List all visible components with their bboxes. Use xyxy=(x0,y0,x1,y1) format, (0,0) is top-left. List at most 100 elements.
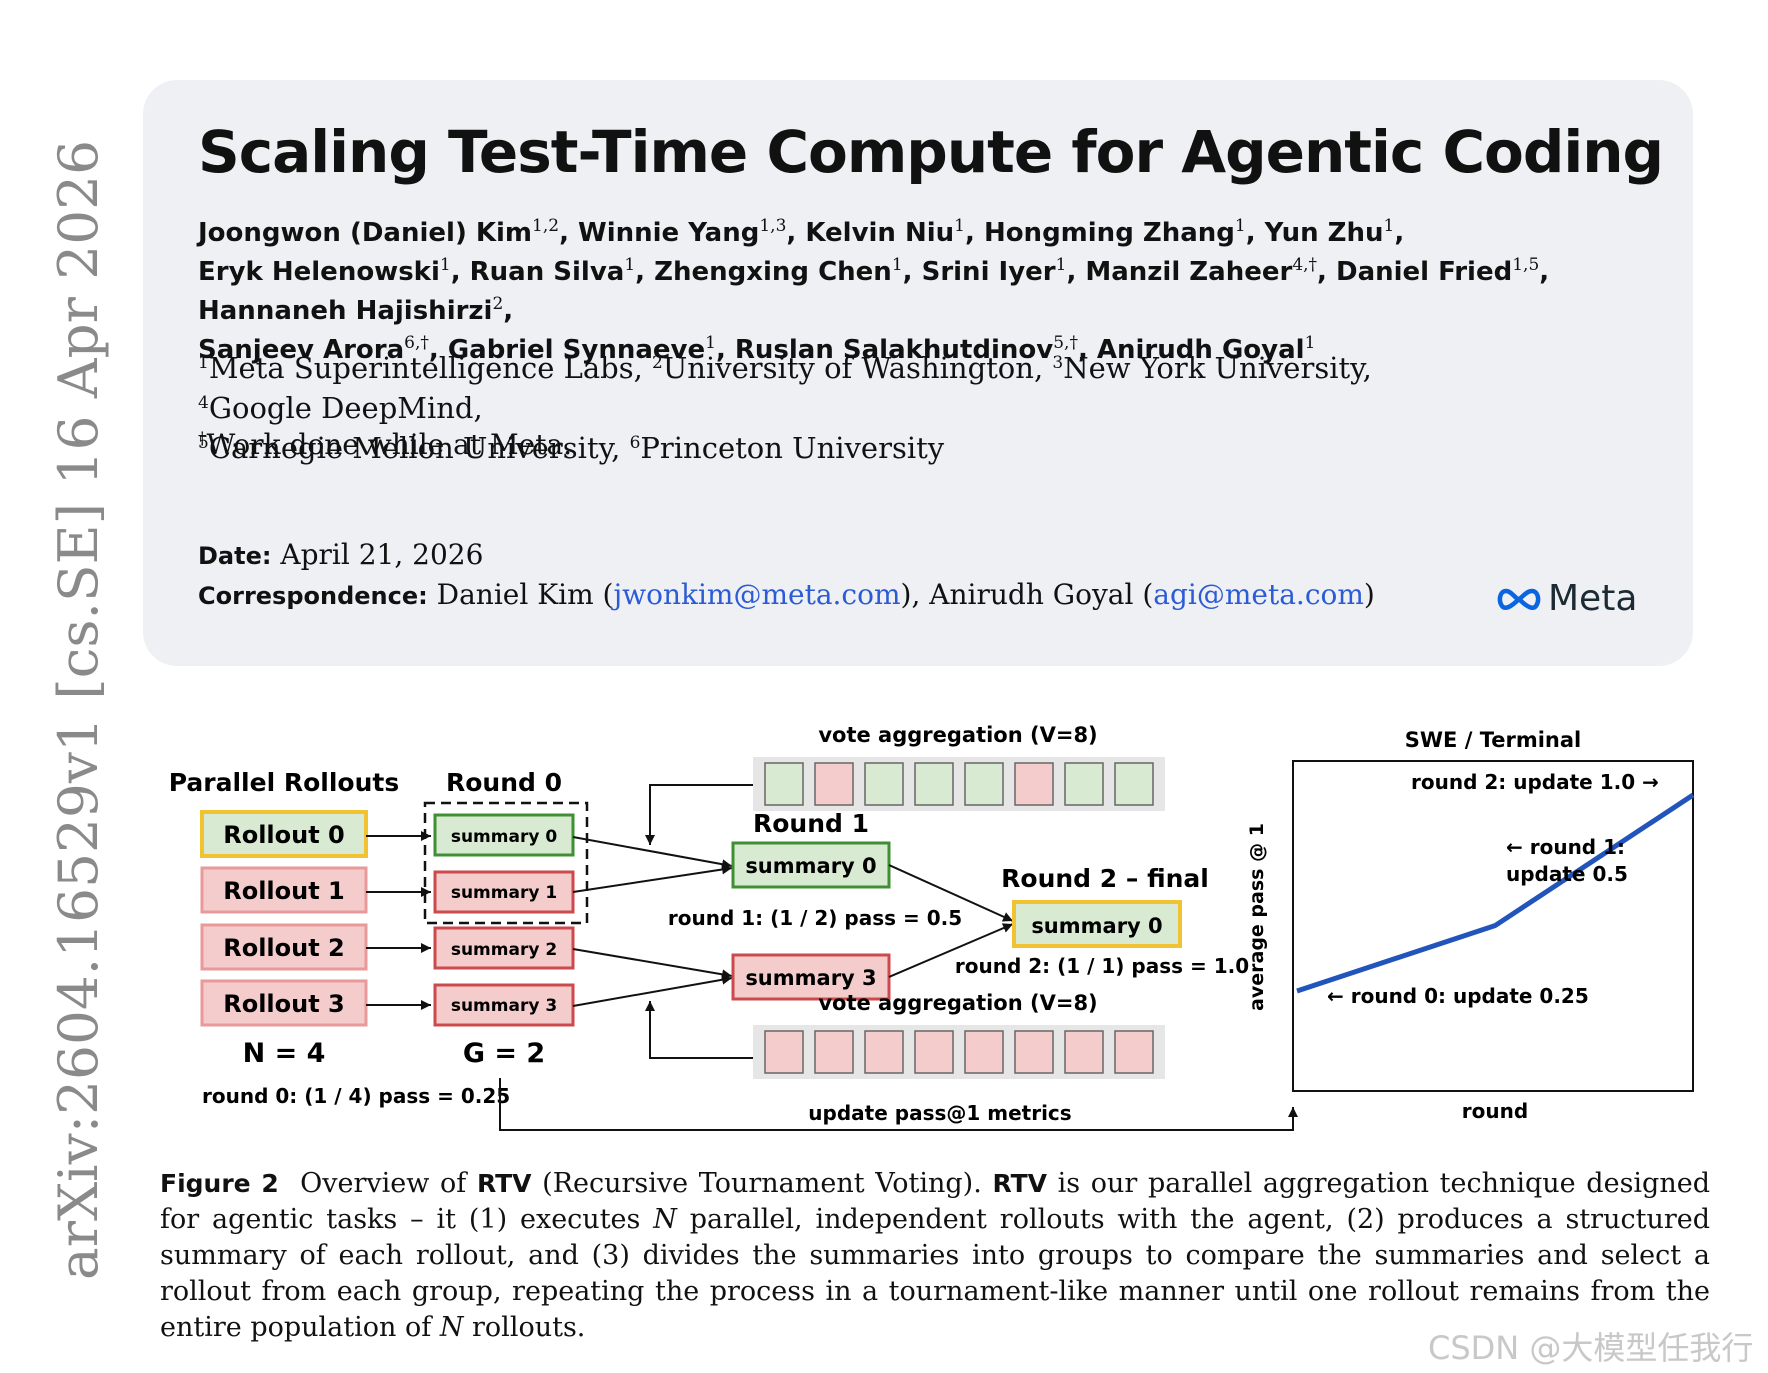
watermark: CSDN @大模型任我行 xyxy=(1428,1329,1754,1367)
series-line xyxy=(1296,792,1695,994)
email-link[interactable]: agi@meta.com xyxy=(1153,578,1364,611)
rollout-label: Rollout 1 xyxy=(223,877,345,905)
vote-aggregation-label: vote aggregation (V=8) xyxy=(818,991,1097,1015)
vote-cell-pass xyxy=(1064,762,1104,806)
group-dashed-box xyxy=(423,801,589,925)
affiliation: 6Princeton University xyxy=(629,431,945,465)
rollout-box: Rollout 0 xyxy=(200,810,368,858)
vote-cell-pass xyxy=(764,762,804,806)
summary-label: summary 0 xyxy=(451,827,558,847)
author-list: Joongwon (Daniel) Kim1,2, Winnie Yang1,3… xyxy=(198,216,1550,366)
author: Yun Zhu1 xyxy=(1264,216,1395,249)
arxiv-stamp: arXiv:2604.16529v1 [cs.SE] 16 Apr 2026 xyxy=(0,0,190,1369)
chart-title: SWE / Terminal xyxy=(1405,728,1581,752)
meta-infinity-icon xyxy=(1497,588,1541,610)
author: Winnie Yang1,3 xyxy=(578,216,787,249)
author: Eryk Helenowski1 xyxy=(198,255,451,288)
meta-logo-text: Meta xyxy=(1548,578,1638,619)
vote-cells-top xyxy=(764,762,1154,806)
parallel-rollouts-heading: Parallel Rollouts xyxy=(169,768,399,797)
vote-cell-fail xyxy=(1064,1030,1104,1074)
author: Ruan Silva1 xyxy=(469,255,636,288)
affiliation-list: 1Meta Superintelligence Labs, 2Universit… xyxy=(198,351,1372,465)
update-metrics-label: update pass@1 metrics xyxy=(808,1101,1071,1125)
summary-box: summary 2 xyxy=(433,926,575,970)
vote-cell-fail xyxy=(814,762,854,806)
flow-arrow xyxy=(888,864,1014,922)
rollout-box: Rollout 2 xyxy=(200,923,368,971)
summary-label: summary 0 xyxy=(1031,914,1162,938)
author: Srini Iyer1 xyxy=(921,255,1067,288)
author: Hannaneh Hajishirzi2 xyxy=(198,294,504,327)
summary-box: summary 3 xyxy=(433,983,575,1027)
flow-arrow xyxy=(572,836,733,870)
author: Manzil Zaheer4,† xyxy=(1085,255,1318,288)
vote-cell-fail xyxy=(1114,1030,1154,1074)
vote-aggregation-label: vote aggregation (V=8) xyxy=(818,723,1097,747)
rollout-label: Rollout 0 xyxy=(223,821,345,849)
vote-cell-fail xyxy=(964,1030,1004,1074)
chart-xlabel: round xyxy=(1462,1099,1528,1123)
flow-arrow xyxy=(888,923,1014,978)
author: Ruslan Salakhutdinov5,† xyxy=(734,333,1078,366)
author: Joongwon (Daniel) Kim1,2 xyxy=(198,216,560,249)
summary-label: summary 3 xyxy=(451,996,557,1016)
date-label: Date: xyxy=(198,542,272,570)
affiliation: 1Meta Superintelligence Labs xyxy=(198,351,634,385)
n-label: N = 4 xyxy=(243,1038,326,1069)
round2-pass-label: round 2: (1 / 1) pass = 1.0 xyxy=(955,954,1249,978)
date-value: April 21, 2026 xyxy=(280,538,484,571)
summary-box: summary 3 xyxy=(731,953,891,1001)
author: Daniel Fried1,5 xyxy=(1335,255,1540,288)
chart-annotation: ← round 1: xyxy=(1506,835,1625,859)
round0-heading: Round 0 xyxy=(446,768,562,797)
rollout-box: Rollout 3 xyxy=(200,979,368,1027)
vote-cell-fail xyxy=(814,1030,854,1074)
round1-heading: Round 1 xyxy=(753,809,869,838)
chart-ylabel: average pass @ 1 xyxy=(1246,823,1268,1011)
footnote-meta: †Work done while at Meta. xyxy=(198,428,573,461)
flow-arrow xyxy=(572,864,733,893)
rtv-figure: Parallel Rollouts Round 0 Round 1 Round … xyxy=(160,705,1720,1135)
chart-annotation: update 0.5 xyxy=(1506,862,1628,886)
summary-label: summary 3 xyxy=(745,966,876,990)
vote-cell-pass xyxy=(864,762,904,806)
affiliation: 5Carnegie Mellon University xyxy=(198,431,612,465)
vote-cell-pass xyxy=(964,762,1004,806)
meta-logo: Meta xyxy=(1496,578,1637,619)
round2-heading: Round 2 – final xyxy=(1001,864,1209,893)
flow-arrow xyxy=(572,948,733,980)
author: Sanjeev Arora6,† xyxy=(198,333,429,366)
round0-pass-label: round 0: (1 / 4) pass = 0.25 xyxy=(202,1084,510,1108)
chart-annotation: ← round 0: update 0.25 xyxy=(1327,984,1589,1008)
rollout-box: Rollout 1 xyxy=(200,866,368,914)
summary-label: summary 1 xyxy=(451,883,557,903)
summary-label: summary 0 xyxy=(745,854,876,878)
correspondence-line: Correspondence: Daniel Kim (jwonkim@meta… xyxy=(198,578,1375,611)
vote-arrow xyxy=(645,784,753,845)
pass-at-1-chart: SWE / Terminal round average pass @ 1 ro… xyxy=(1246,728,1695,1123)
author: Kelvin Niu1 xyxy=(805,216,965,249)
vote-cell-fail xyxy=(1014,762,1054,806)
paper-header-card xyxy=(143,80,1693,666)
rollout-label: Rollout 3 xyxy=(223,990,345,1018)
summary-box: summary 0 xyxy=(731,841,891,889)
summary-box: summary 1 xyxy=(433,870,575,914)
author: Hongming Zhang1 xyxy=(983,216,1246,249)
vote-arrow xyxy=(645,1001,753,1059)
vote-cell-fail xyxy=(764,1030,804,1074)
figure-caption: Figure 2 Overview of RTV (Recursive Tour… xyxy=(160,1168,1711,1343)
vote-cell-fail xyxy=(914,1030,954,1074)
vote-cell-pass xyxy=(914,762,954,806)
author: Gabriel Synnaeve1 xyxy=(447,333,716,366)
g-label: G = 2 xyxy=(463,1038,545,1069)
vote-cell-fail xyxy=(1014,1030,1054,1074)
summary-label: summary 2 xyxy=(451,940,557,960)
affiliation: 3New York University xyxy=(1052,351,1363,385)
figure-label: Figure 2 xyxy=(160,1169,279,1198)
vote-cells-bottom xyxy=(764,1030,1154,1074)
flow-arrow xyxy=(572,974,733,1007)
summary-box: summary 0 xyxy=(433,813,575,857)
email-link[interactable]: jwonkim@meta.com xyxy=(613,578,901,611)
vote-cell-pass xyxy=(1114,762,1154,806)
